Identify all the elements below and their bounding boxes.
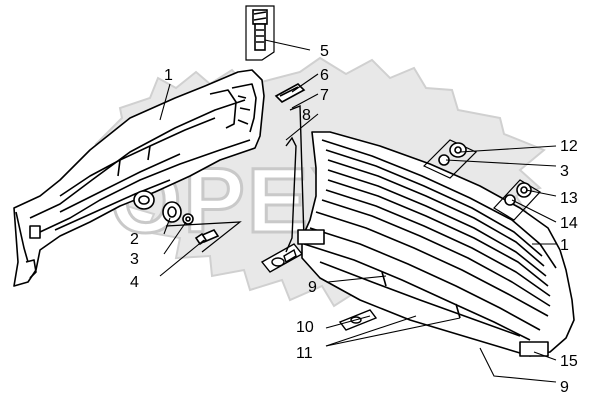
fasteners-right [422,139,541,221]
bracket-7-8 [260,104,305,273]
bolt-10 [338,309,378,331]
callout-9-bottom: 9 [560,379,569,396]
callout-8: 8 [302,107,311,124]
bolt-5 [245,5,275,61]
callout-7: 7 [320,87,329,104]
callout-11: 11 [296,345,313,362]
callout-14: 14 [560,215,578,232]
left-blade [13,69,265,287]
callout-labels: 1 2 3 4 5 6 7 8 9 10 11 12 3 13 14 1 15 … [130,43,578,396]
callout-3-right: 3 [560,163,569,180]
fasteners-left [133,190,242,253]
leader-lines [159,39,557,383]
callout-3-left: 3 [130,251,139,268]
callout-2: 2 [130,231,139,248]
callout-5: 5 [320,43,329,60]
right-blade [297,131,575,357]
callout-10: 10 [296,319,314,336]
callout-13: 13 [560,190,578,207]
callout-1-left: 1 [164,67,173,84]
callout-1-right: 1 [560,237,569,254]
callout-6: 6 [320,67,329,84]
callout-12: 12 [560,138,578,155]
callout-9-top: 9 [308,279,317,296]
callout-15: 15 [560,353,578,370]
callout-4: 4 [130,274,139,291]
